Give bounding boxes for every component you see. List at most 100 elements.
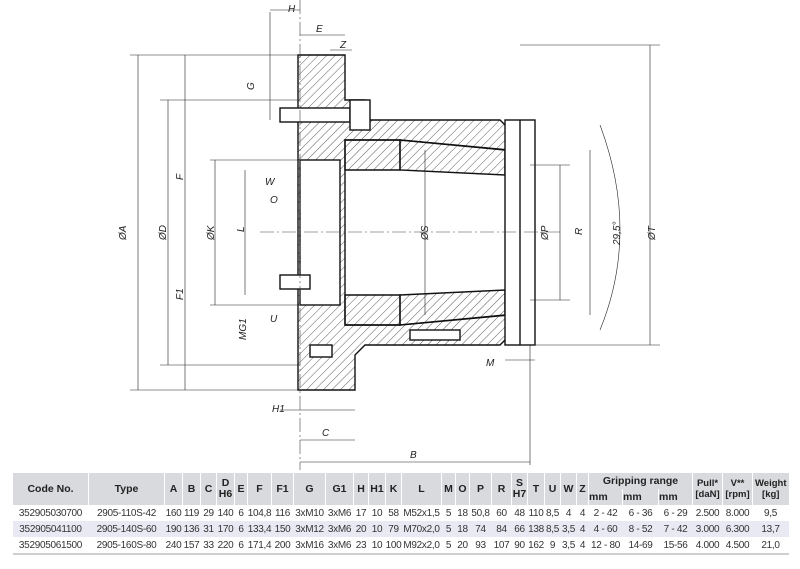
table-cell: 4 - 60 (588, 521, 623, 537)
table-cell: 3xM12 (293, 521, 326, 537)
header-l: L (401, 473, 442, 505)
header-weight-unit: [kg] (762, 489, 780, 500)
table-cell: 160 (165, 507, 182, 519)
label-u: U (270, 314, 278, 325)
header-s-label: S (515, 477, 523, 489)
table-cell: 171,4 (247, 537, 272, 555)
table-cell: 4 (565, 507, 572, 519)
header-weight: Weight[kg] (752, 473, 789, 505)
table-cell: 3,5 (560, 521, 577, 537)
header-d-tolerance: H6 (218, 488, 233, 500)
table-subheader-row: mm mm mm (13, 489, 789, 505)
table-cell: 2 - 42 (593, 507, 618, 519)
header-gripping-range: Gripping range (588, 473, 693, 489)
table-cell: 23 (353, 537, 369, 555)
header-r: R (491, 473, 512, 505)
label-c: C (322, 428, 330, 439)
header-a: A (164, 473, 183, 505)
label-m: M (486, 358, 495, 369)
header-h1: H1 (368, 473, 386, 505)
label-angle: 29,5° (612, 222, 623, 246)
table-cell: 6 (234, 537, 248, 555)
table-cell: 18 (457, 507, 468, 519)
table-cell: 8.000 (725, 507, 750, 519)
table-cell: 3xM16 (293, 537, 326, 555)
table-cell: 15-56 (658, 537, 693, 555)
table-cell: 6 (234, 521, 248, 537)
table-cell: 162 (527, 537, 545, 555)
table-cell: 21,0 (752, 537, 789, 555)
table-cell: 66 (511, 521, 528, 537)
table-cell: 90 (511, 537, 528, 555)
table-cell: 200 (271, 537, 294, 555)
table-cell: 10 (368, 537, 386, 555)
table-cell: 4 (576, 521, 589, 537)
header-g1: G1 (325, 473, 354, 505)
table-cell: M70x2,0 (401, 521, 442, 537)
header-w: W (560, 473, 577, 505)
label-mg1: MG1 (238, 318, 249, 340)
table-cell: 9 (544, 537, 561, 555)
code-cell: 352905041100 (12, 521, 89, 537)
table-cell: 7 - 42 (658, 521, 693, 537)
table-cell: 6 - 29 (663, 507, 688, 519)
header-u: U (544, 473, 561, 505)
header-k: K (385, 473, 402, 505)
header-speed: V**[rpm] (722, 473, 753, 505)
header-type: Type (88, 473, 165, 505)
label-z: Z (339, 40, 347, 51)
header-speed-label: V** (730, 478, 745, 489)
label-l: L (236, 226, 247, 232)
label-f: F (175, 173, 186, 180)
header-f1: F1 (271, 473, 294, 505)
header-grip-mm-3: mm (658, 489, 693, 505)
table-cell: 5 (445, 507, 452, 519)
table-cell: M52x1,5 (403, 507, 440, 519)
type-cell: 2905-110S-42 (96, 507, 157, 519)
label-a: ØA (118, 225, 129, 241)
table-cell: 93 (469, 537, 492, 555)
header-speed-unit: [rpm] (725, 489, 750, 500)
table-cell: 3xM6 (327, 507, 352, 519)
table-cell: 8,5 (545, 507, 559, 519)
label-w: W (265, 177, 276, 188)
table-cell: 20 (353, 521, 369, 537)
table-cell: 31 (200, 521, 217, 537)
table-cell: 14-69 (622, 537, 659, 555)
header-f: F (247, 473, 272, 505)
label-h: H (288, 4, 296, 15)
header-t: T (527, 473, 545, 505)
table-cell: 138 (527, 521, 545, 537)
header-code: Code No. (12, 473, 89, 505)
table-cell: 13,7 (752, 521, 789, 537)
header-p: P (469, 473, 492, 505)
header-m: M (441, 473, 456, 505)
code-cell: 352905061500 (12, 537, 89, 555)
label-h1: H1 (272, 404, 285, 415)
table-cell: 116 (274, 507, 291, 519)
table-cell: 5 (441, 537, 456, 555)
header-o: O (455, 473, 470, 505)
table-cell: 33 (200, 537, 217, 555)
table-cell: 150 (271, 521, 294, 537)
table-cell: 48 (514, 507, 525, 519)
table-cell: 107 (491, 537, 512, 555)
centerlines (260, 0, 560, 470)
table-cell: 3xM6 (325, 537, 354, 555)
table-cell: 10 (368, 521, 386, 537)
table-cell: 60 (496, 507, 507, 519)
label-t: ØT (647, 225, 658, 241)
table-cell: 6 (238, 507, 244, 519)
chuck-body (279, 54, 536, 391)
table-cell: 8,5 (544, 521, 561, 537)
table-cell: 4.500 (722, 537, 753, 555)
table-cell: 74 (469, 521, 492, 537)
table-cell: 3,5 (560, 537, 577, 555)
